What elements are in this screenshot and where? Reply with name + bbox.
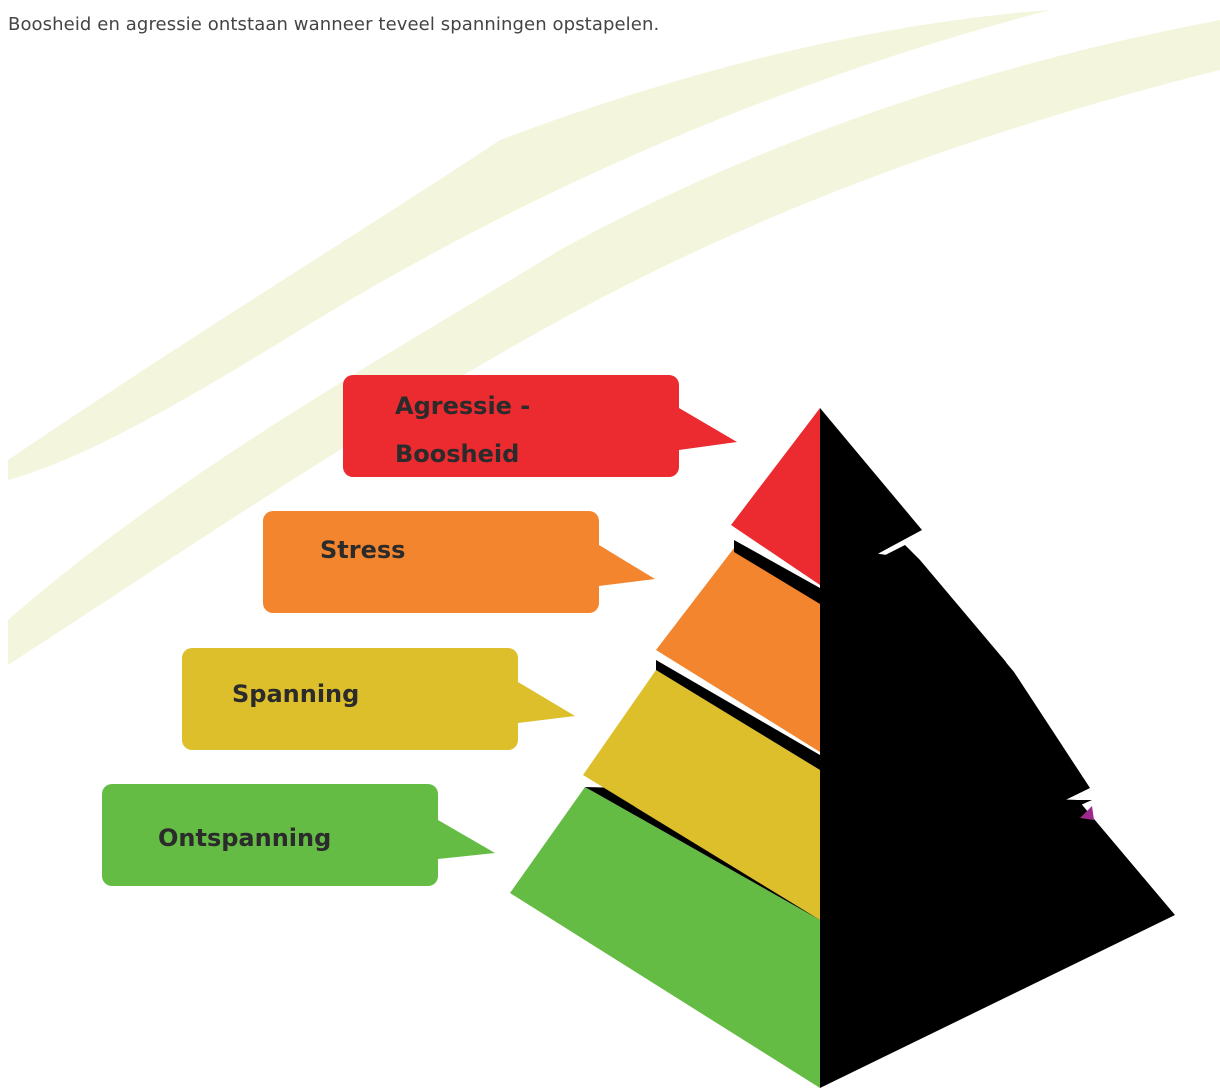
level-spanning-gap xyxy=(656,660,1014,770)
callout-stress-label: Stress xyxy=(320,536,405,564)
callout-stress-box xyxy=(263,511,599,613)
swoosh-band-upper xyxy=(8,10,1050,480)
level-stress xyxy=(656,540,1006,752)
callout-ontspanning: Ontspanning xyxy=(102,784,495,886)
callout-spanning-box xyxy=(182,648,518,750)
callout-agressie-box xyxy=(343,375,679,477)
level-spanning-face xyxy=(583,670,820,920)
callout-ontspanning-pointer xyxy=(438,820,495,859)
level-stress-gap xyxy=(734,540,920,604)
level-stress-shadow xyxy=(820,545,1006,752)
callout-stress-pointer xyxy=(599,545,655,586)
level-agressie-shadow xyxy=(820,408,922,585)
level-agressie xyxy=(731,408,922,585)
callout-spanning-pointer xyxy=(518,682,575,723)
callout-spanning: Spanning xyxy=(182,648,575,750)
callout-ontspanning-label: Ontspanning xyxy=(158,824,331,852)
callout-stress: Stress xyxy=(263,511,655,613)
swoosh-band-lower xyxy=(8,20,1220,665)
level-agressie-face xyxy=(731,408,820,585)
intro-text: Boosheid en agressie ontstaan wanneer te… xyxy=(8,14,660,35)
level-stress-face xyxy=(656,548,820,752)
callout-agressie-pointer xyxy=(679,408,737,450)
callout-agressie: Agressie - Boosheid xyxy=(343,375,737,477)
callout-agressie-line1: Agressie - xyxy=(395,392,530,420)
level-ontspanning-face xyxy=(510,787,820,1088)
level-spanning xyxy=(583,660,1090,920)
accent-mark xyxy=(1080,806,1094,820)
callout-agressie-line2: Boosheid xyxy=(395,440,519,468)
callout-ontspanning-box xyxy=(102,784,438,886)
callout-spanning-label: Spanning xyxy=(232,680,359,708)
